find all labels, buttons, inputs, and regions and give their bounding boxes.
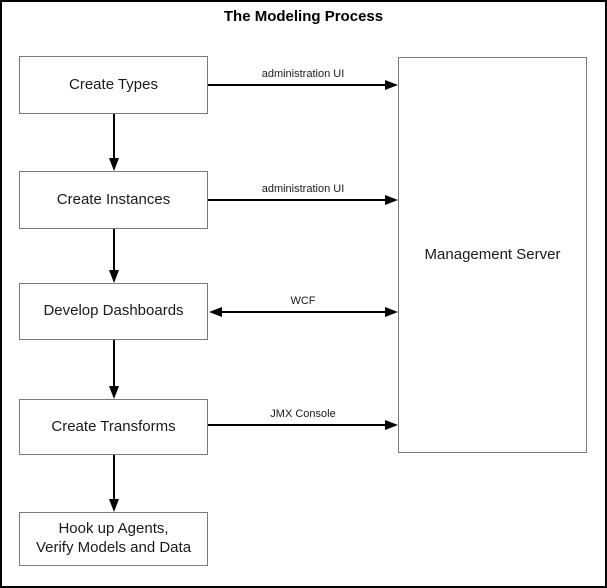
connector-create-transforms-to-server xyxy=(208,420,398,430)
connector-label-wcf: WCF xyxy=(290,295,316,307)
connector-create-types-to-server xyxy=(208,80,398,90)
connector-label-administration-ui-2: administration UI xyxy=(261,183,345,195)
flow-arrow-instances-to-dashboards xyxy=(109,229,119,283)
connector-label-administration-ui-1: administration UI xyxy=(261,68,345,80)
step-box-create-instances: Create Instances xyxy=(19,171,208,229)
flow-arrow-types-to-instances xyxy=(109,114,119,171)
connector-create-instances-to-server xyxy=(208,195,398,205)
flow-arrow-transforms-to-hookup xyxy=(109,455,119,512)
flow-arrow-dashboards-to-transforms xyxy=(109,340,119,399)
diagram-title: The Modeling Process xyxy=(223,8,384,25)
server-box-management-server: Management Server xyxy=(398,57,587,453)
connector-label-jmx-console: JMX Console xyxy=(270,408,336,420)
step-box-create-transforms: Create Transforms xyxy=(19,399,208,455)
connector-develop-dashboards-to-server-bidirectional xyxy=(209,307,398,317)
step-box-develop-dashboards: Develop Dashboards xyxy=(19,283,208,340)
step-box-create-types: Create Types xyxy=(19,56,208,114)
step-box-hook-up-agents: Hook up Agents, Verify Models and Data xyxy=(19,512,208,566)
